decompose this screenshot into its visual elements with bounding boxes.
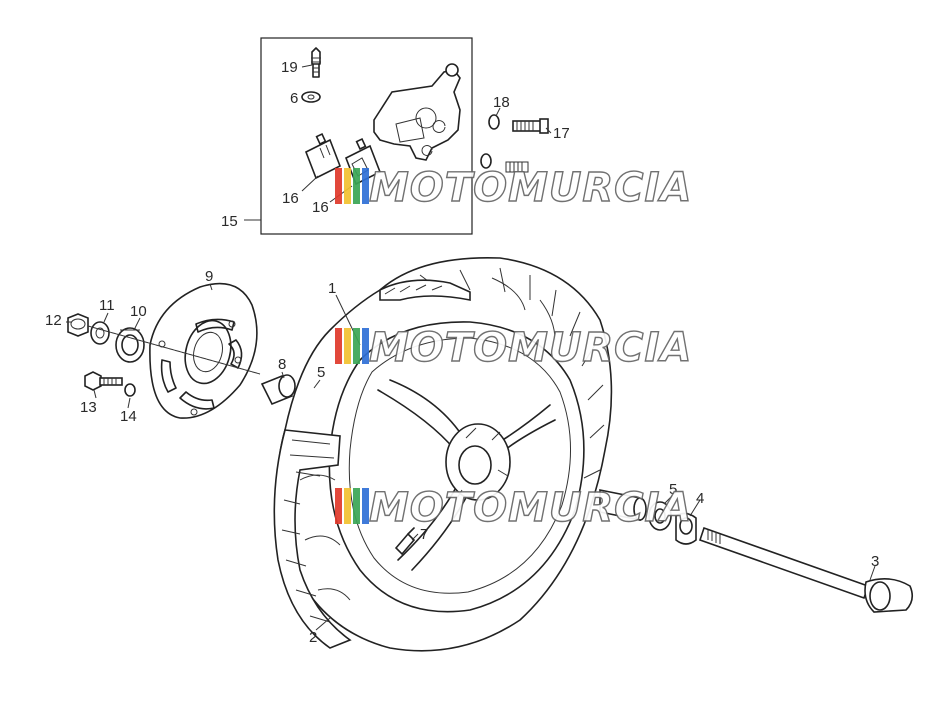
part-label-11: 11 — [99, 297, 115, 314]
part-labels: 1 2 3 4 5 5 6 7 8 9 10 11 12 13 14 15 16… — [45, 59, 879, 646]
caliper-bolt-part — [488, 114, 549, 134]
part-label-14: 14 — [120, 408, 137, 425]
svg-text:MOTOMURCIA: MOTOMURCIA — [369, 485, 692, 531]
watermark-logo: MOTOMURCIA — [335, 324, 692, 372]
brake-caliper-kit — [260, 37, 473, 235]
part-label-18: 18 — [493, 94, 510, 111]
caliper-kit-frame — [260, 37, 473, 235]
bearing-part — [599, 489, 672, 531]
bearing-part — [115, 327, 145, 363]
part-label-10: 10 — [130, 303, 147, 320]
part-label-6: 6 — [290, 90, 298, 107]
valve-part — [394, 527, 416, 556]
part-label-19: 19 — [281, 59, 298, 76]
part-label-16-a: 16 — [282, 190, 299, 207]
washer-part — [675, 512, 697, 545]
washer-part — [124, 383, 136, 397]
part-label-5-right: 5 — [669, 481, 677, 498]
part-label-13: 13 — [80, 399, 97, 416]
watermark-logo: MOTOMURCIA — [335, 164, 692, 212]
part-label-8: 8 — [278, 356, 286, 373]
part-label-17: 17 — [553, 125, 570, 142]
spacer-part — [260, 374, 296, 406]
watermark: MOTOMURCIA MOTOMURCIA MOTOMURCIA — [335, 164, 692, 532]
axle-nut-part — [67, 313, 89, 337]
axle-part — [698, 526, 914, 613]
watermark-logo: MOTOMURCIA — [335, 484, 692, 532]
part-label-15: 15 — [221, 213, 238, 230]
part-label-16-b: 16 — [312, 199, 329, 216]
part-label-3: 3 — [871, 553, 879, 570]
part-label-9: 9 — [205, 268, 213, 285]
washer-part — [90, 321, 110, 345]
brake-disc-part — [149, 282, 258, 419]
svg-text:MOTOMURCIA: MOTOMURCIA — [369, 325, 692, 371]
leader-lines — [66, 64, 876, 631]
part-label-5-left: 5 — [317, 364, 325, 381]
wheel-assembly — [273, 256, 613, 652]
part-label-1: 1 — [328, 280, 336, 297]
svg-text:MOTOMURCIA: MOTOMURCIA — [369, 165, 692, 211]
caliper-body-part — [373, 63, 461, 161]
axis-line — [87, 325, 261, 375]
bleed-screw-part — [311, 47, 321, 78]
bleed-cap-part — [301, 91, 321, 103]
part-label-12: 12 — [45, 312, 62, 329]
part-label-7: 7 — [420, 526, 428, 543]
part-label-2: 2 — [309, 629, 317, 646]
caliper-bolt-part — [480, 153, 529, 173]
disc-screw-part — [84, 371, 123, 391]
part-label-4: 4 — [696, 490, 704, 507]
hub-part — [445, 423, 511, 501]
brake-pad-part — [304, 133, 342, 180]
